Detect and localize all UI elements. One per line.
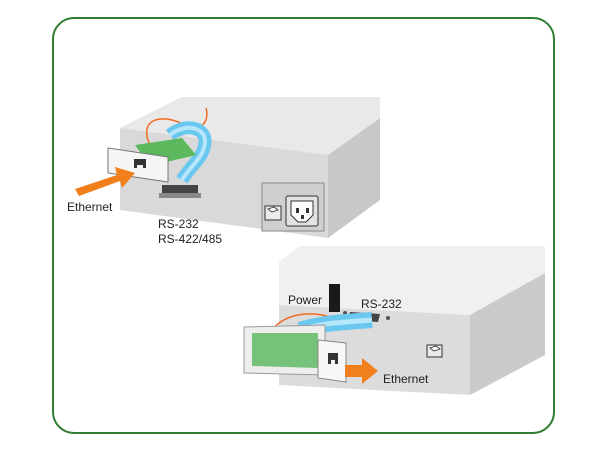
bottom-device <box>243 246 545 395</box>
top-chassis-top-shade <box>120 97 380 155</box>
bottom-chassis-top <box>279 246 545 315</box>
rj45-port-icon <box>328 353 338 364</box>
bottom-power-slot <box>329 284 340 312</box>
power-switch-icon <box>426 344 443 358</box>
top-serial-label-2: RS-422/485 <box>158 232 222 246</box>
bottom-chassis-side <box>470 273 545 395</box>
top-device <box>107 97 380 238</box>
top-ethernet-label: Ethernet <box>67 200 113 214</box>
power-socket-icon <box>285 195 319 227</box>
rj45-port-icon <box>134 159 146 169</box>
top-serial-label-1: RS-232 <box>158 217 199 231</box>
bottom-power-label: Power <box>288 293 322 307</box>
top-chassis-side <box>328 118 380 238</box>
bottom-serial-label: RS-232 <box>361 297 402 311</box>
ethernet-arrow-icon <box>345 358 378 384</box>
ethernet-arrow-icon <box>75 167 135 196</box>
top-ribbon-highlight <box>168 125 207 182</box>
db9-port-icon <box>159 185 201 198</box>
bottom-ethernet-label: Ethernet <box>383 372 429 386</box>
power-switch-icon <box>264 205 282 221</box>
bottom-circuit-board <box>252 333 318 368</box>
diagram-frame <box>52 17 555 434</box>
